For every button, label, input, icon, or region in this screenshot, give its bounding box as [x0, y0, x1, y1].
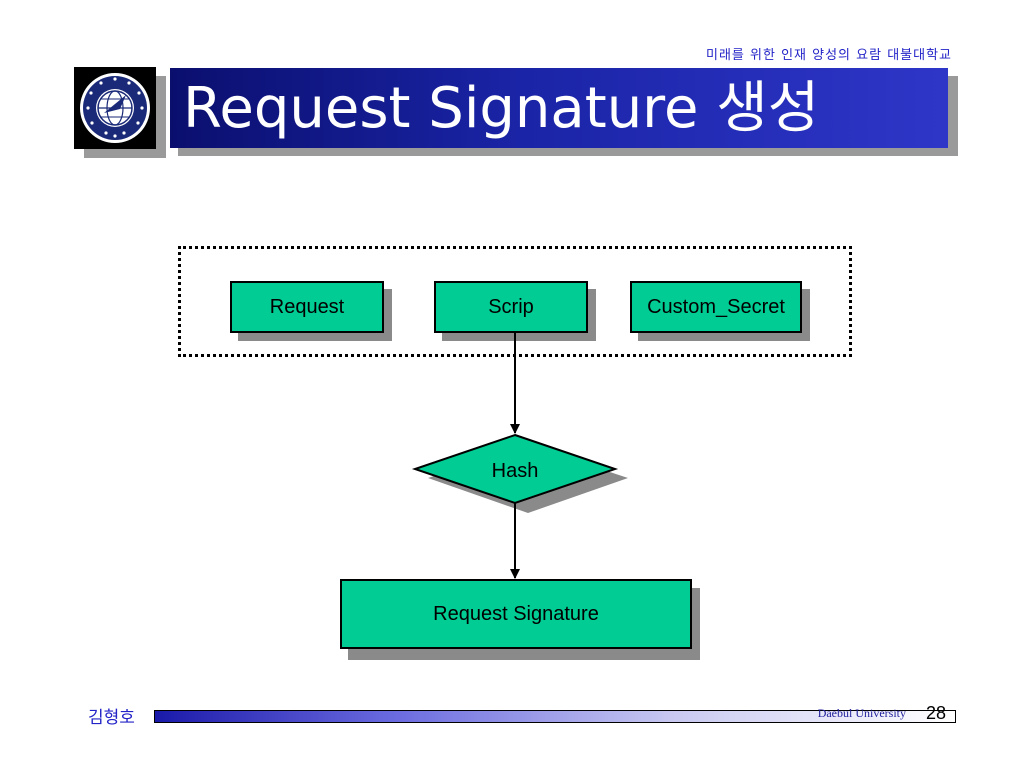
footer-university: Daebul University — [817, 706, 906, 720]
title-bar — [170, 68, 948, 148]
custom-secret-node: Custom_Secret — [630, 281, 802, 333]
author-name: 김형호 — [88, 708, 135, 728]
daebul-university-seal-icon — [80, 73, 150, 143]
hash-node-label: Hash — [491, 459, 539, 482]
university-logo — [74, 67, 156, 149]
slide-title: Request Signature 생성 — [183, 76, 820, 141]
header-tagline: 미래를 위한 인재 양성의 요람 대불대학교 — [706, 48, 952, 63]
request-node: Request — [230, 281, 384, 333]
page-number: 28 — [925, 703, 947, 723]
footer-bar — [154, 710, 956, 723]
request-signature-node: Request Signature — [340, 579, 692, 649]
scrip-node: Scrip — [434, 281, 588, 333]
